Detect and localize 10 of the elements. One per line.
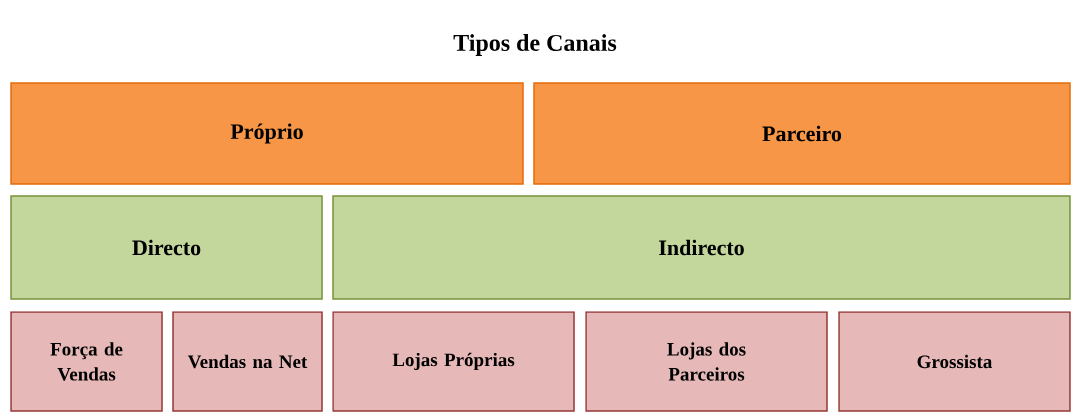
channel-box: Lojas dos Parceiros: [585, 311, 828, 412]
channel-box: Directo: [10, 195, 323, 300]
title: Tipos de Canais: [453, 34, 617, 56]
channel-box: Vendas na Net: [172, 311, 323, 412]
channel-box: Próprio: [10, 82, 524, 185]
channel-box: Força de Vendas: [10, 311, 163, 412]
channel-box: Grossista: [838, 311, 1071, 412]
channel-box: Lojas Próprias: [332, 311, 575, 412]
channel-box: Parceiro: [533, 82, 1071, 185]
channel-box: Indirecto: [332, 195, 1071, 300]
